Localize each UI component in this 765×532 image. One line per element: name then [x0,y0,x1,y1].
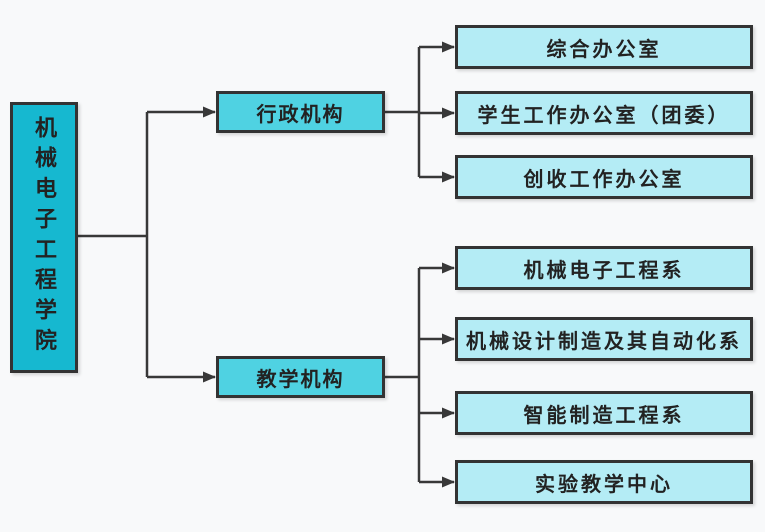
leaf-node-intelligent-manufacturing-dept: 智能制造工程系 [455,391,753,435]
branch-node-label: 教学机构 [256,368,345,391]
root-node-college: 机械电子工程学院 [10,102,78,373]
leaf-node-label: 学生工作办公室（团委） [477,104,731,127]
leaf-node-revenue-office: 创收工作办公室 [455,155,753,199]
leaf-node-mechatronics-dept: 机械电子工程系 [455,246,753,290]
leaf-node-general-office: 综合办公室 [455,25,753,69]
leaf-node-label: 智能制造工程系 [523,404,685,427]
branch-node-teaching: 教学机构 [216,356,385,398]
leaf-node-label: 综合办公室 [546,38,662,61]
leaf-node-mechanical-design-dept: 机械设计制造及其自动化系 [455,317,753,361]
leaf-node-experimental-teaching-center: 实验教学中心 [455,460,753,504]
root-node-label: 机械电子工程学院 [32,116,57,359]
leaf-node-label: 机械设计制造及其自动化系 [466,330,742,353]
branch-node-administrative: 行政机构 [216,91,385,133]
leaf-node-label: 实验教学中心 [535,473,673,496]
leaf-node-label: 创收工作办公室 [523,168,685,191]
branch-node-label: 行政机构 [256,103,345,126]
leaf-node-label: 机械电子工程系 [523,259,685,282]
leaf-node-student-affairs-office: 学生工作办公室（团委） [455,91,753,135]
